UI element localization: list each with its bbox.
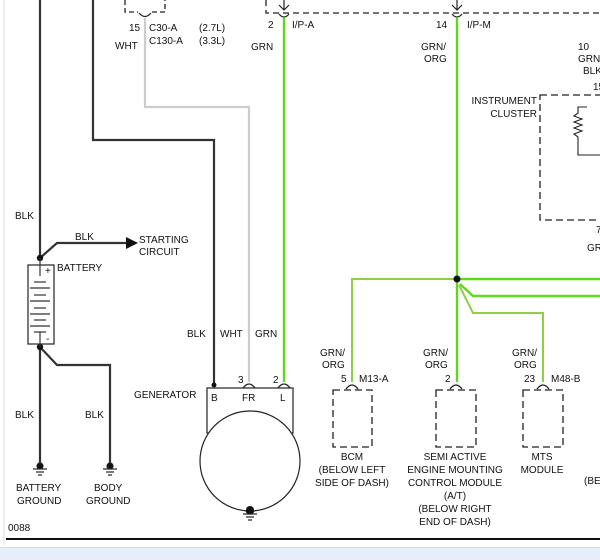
resistor-icon	[572, 106, 600, 156]
wire-color-label: GRN/	[421, 42, 446, 53]
terminal-label: L	[280, 393, 286, 404]
wire-color-label: BLK	[187, 329, 206, 340]
starting-circuit-wire	[39, 241, 127, 259]
wire-color-label: ORG	[425, 360, 448, 371]
semi-active-module-label: (BELOW RIGHT	[418, 504, 491, 515]
wire-color-label: ORG	[514, 360, 537, 371]
mts-box	[522, 389, 564, 448]
battery-symbol	[27, 264, 55, 345]
bottom-strip	[0, 547, 600, 560]
wire-color-label: BLK	[85, 410, 104, 421]
figure-code: 0088	[8, 523, 31, 534]
pin-number: 2	[445, 374, 451, 385]
semi-active-module-label: CONTROL MODULE	[408, 478, 502, 489]
wire-color-label: GR	[587, 243, 600, 254]
pin-number: 15	[593, 82, 600, 93]
wire-color-label: GRN/	[512, 348, 537, 359]
body-ground-label: BODY	[94, 483, 123, 494]
wire-color-label: GRN	[255, 329, 277, 340]
battery-label: BATTERY	[57, 263, 103, 274]
pin-number: 15	[129, 23, 141, 34]
battery-plus: +	[45, 266, 51, 277]
wire-color-label: GRN	[251, 42, 273, 53]
bcm-box	[332, 389, 373, 448]
bcm-label: (BELOW LEFT	[319, 465, 386, 476]
module-boxes	[332, 94, 600, 448]
semi-active-module-label: ENGINE MOUNTING	[407, 465, 503, 476]
terminal-label: B	[211, 393, 218, 404]
starting-circuit-label: CIRCUIT	[139, 247, 180, 258]
semi-active-module-label: SEMI ACTIVE	[424, 452, 487, 463]
semi-active-module-label: END OF DASH)	[419, 517, 491, 528]
pin-number: 7	[596, 225, 600, 236]
starting-circuit-label: STARTING	[139, 235, 189, 246]
connector-name: M13-A	[359, 374, 389, 385]
wire-color-label: ORG	[322, 360, 345, 371]
white-wire	[143, 18, 251, 382]
wire-color-label: WHT	[115, 41, 138, 52]
mts-module-label: MTS	[531, 452, 552, 463]
battery-ground-label: GROUND	[17, 496, 61, 507]
module-location-label: (BE	[584, 476, 600, 487]
pin-number: 2	[268, 20, 274, 31]
bcm-label: SIDE OF DASH)	[315, 478, 389, 489]
green-orange-wires	[351, 278, 544, 382]
connector-name: I/P-M	[467, 20, 491, 31]
connector-name: M48-B	[551, 374, 581, 385]
wire-color-label: BLK	[15, 211, 34, 222]
connector-name: C130-A	[149, 36, 183, 47]
engine-variant: (2.7L)	[199, 23, 225, 34]
bcm-label: BCM	[341, 452, 363, 463]
wire-color-label: BLK	[15, 410, 34, 421]
battery-minus: -	[46, 334, 49, 345]
semi-active-module-label: (A/T)	[444, 491, 466, 502]
instrument-cluster-box	[539, 94, 600, 221]
terminal-label: FR	[242, 393, 255, 404]
generator-symbol	[199, 410, 301, 512]
connector-pin-icon	[138, 12, 152, 18]
green-wires	[282, 18, 600, 382]
battery-ground-label: BATTERY	[16, 483, 62, 494]
wire-color-label: BLK	[75, 232, 94, 243]
wire-color-label: ORG	[424, 54, 447, 65]
wire-color-label: GRN/	[423, 348, 448, 359]
connector-arrow-icons	[278, 0, 463, 18]
generator-b-wire	[91, 0, 216, 385]
pin-number: 5	[341, 374, 347, 385]
instrument-cluster-label: INSTRUMENT	[471, 96, 537, 107]
c30-connector	[124, 0, 166, 13]
pin-number: 2	[273, 375, 279, 386]
wire-color-label: WHT	[220, 329, 243, 340]
mts-module-label: MODULE	[521, 465, 564, 476]
wire-color-label: GRN/	[578, 54, 600, 65]
generator-label: GENERATOR	[134, 390, 196, 401]
splice-node	[453, 275, 461, 283]
labels: BLK BLK STARTING CIRCUIT BATTERY BLK BLK…	[8, 20, 600, 534]
body-ground-label: GROUND	[86, 496, 130, 507]
connector-name: I/P-A	[292, 20, 315, 31]
arrow-icon	[126, 237, 138, 249]
black-wires	[38, 0, 216, 465]
wire-color-label: BLK	[583, 66, 600, 77]
ip-connector-line	[265, 0, 600, 14]
body-ground-wire	[39, 346, 112, 465]
pin-number: 10	[578, 42, 590, 53]
splice-node	[211, 382, 217, 388]
semi-active-box	[435, 389, 477, 448]
pin-number: 23	[524, 374, 536, 385]
battery-cells-icon	[30, 258, 50, 347]
connector-pin-icons	[242, 383, 550, 390]
pin-number: 3	[238, 375, 244, 386]
instrument-cluster-label: CLUSTER	[490, 109, 537, 120]
connector-name: C30-A	[149, 23, 178, 34]
wire-color-label: GRN/	[320, 348, 345, 359]
pin-number: 14	[436, 20, 448, 31]
engine-variant: (3.3L)	[199, 36, 225, 47]
